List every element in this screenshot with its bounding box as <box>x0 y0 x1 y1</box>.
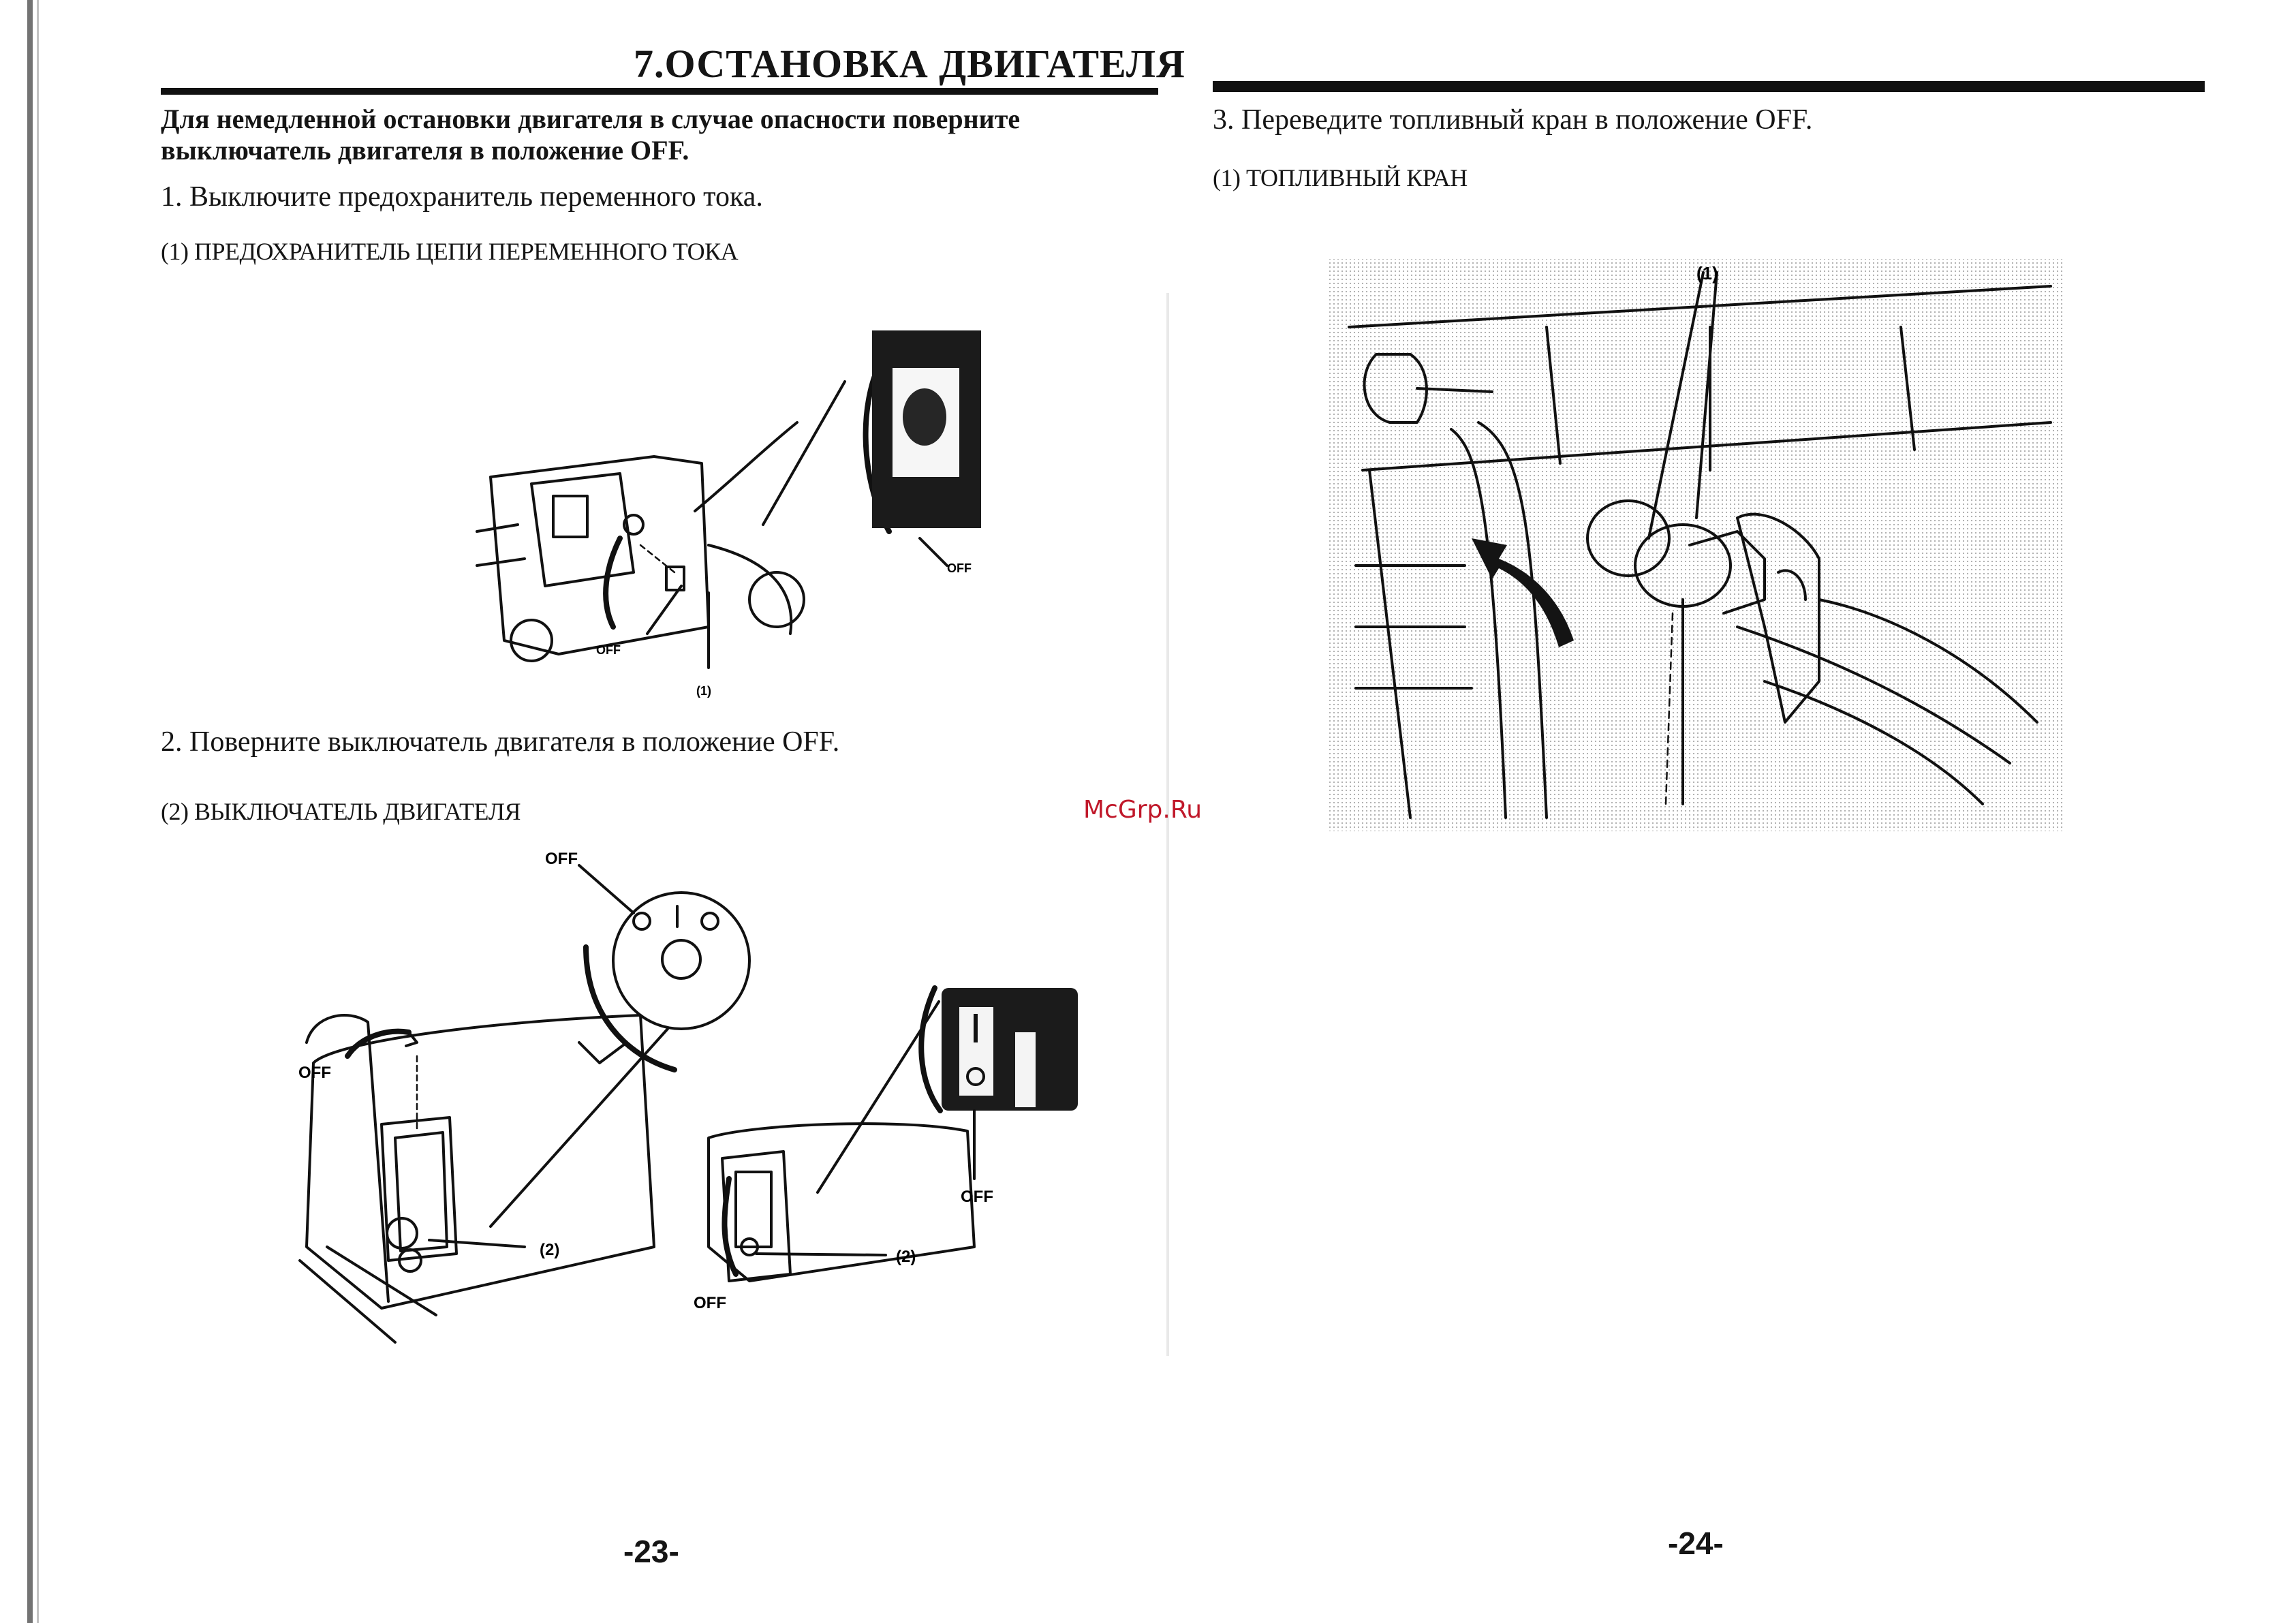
fig2-callout-right: (2) <box>896 1248 916 1266</box>
binding-edge-shadow <box>37 0 39 1623</box>
fig1-callout: (1) <box>696 684 711 698</box>
figure-fuel-cock: (1) <box>1329 259 2064 831</box>
step-2-text: 2. Поверните выключатель двигателя в пол… <box>161 726 840 758</box>
header-rule-left <box>161 88 1158 95</box>
figure-engine-switch: OFF OFF (2) (2) OFF OFF <box>298 850 1078 1344</box>
caption-1: (1) ПРЕДОХРАНИТЕЛЬ ЦЕПИ ПЕРЕМЕННОГО ТОКА <box>161 238 739 265</box>
fig3-callout: (1) <box>1696 263 1718 283</box>
page-number-left: -23- <box>623 1534 679 1569</box>
binding-edge <box>27 0 33 1623</box>
step-1-text: 1. Выключите предохранитель переменного … <box>161 181 763 213</box>
header-rule-right <box>1213 81 2205 92</box>
page-number-right: -24- <box>1668 1526 1724 1561</box>
fig2-off-dial: OFF <box>545 850 578 868</box>
caption-3: (1) ТОПЛИВНЫЙ КРАН <box>1213 164 1468 191</box>
warning-text: Для немедленной остановки двигателя в сл… <box>161 104 1021 166</box>
fig1-off-switch: OFF <box>596 643 621 657</box>
fig2-off-left: OFF <box>298 1064 331 1082</box>
caption-2: (2) ВЫКЛЮЧАТЕЛЬ ДВИГАТЕЛЯ <box>161 798 521 825</box>
fig2-callout-left: (2) <box>540 1241 559 1259</box>
figure-ac-breaker: OFF OFF (1) <box>476 330 981 698</box>
fig2-off-right-bottom: OFF <box>694 1294 726 1312</box>
watermark: McGrp.Ru <box>1083 796 1203 824</box>
step-3-text: 3. Переведите топливный кран в положение… <box>1213 104 1813 136</box>
page-title: 7.ОСТАНОВКА ДВИГАТЕЛЯ <box>634 42 1186 86</box>
fig2-off-right-inset: OFF <box>961 1188 993 1206</box>
fig1-off-inset: OFF <box>947 561 972 575</box>
page-gutter <box>1166 293 1169 1356</box>
